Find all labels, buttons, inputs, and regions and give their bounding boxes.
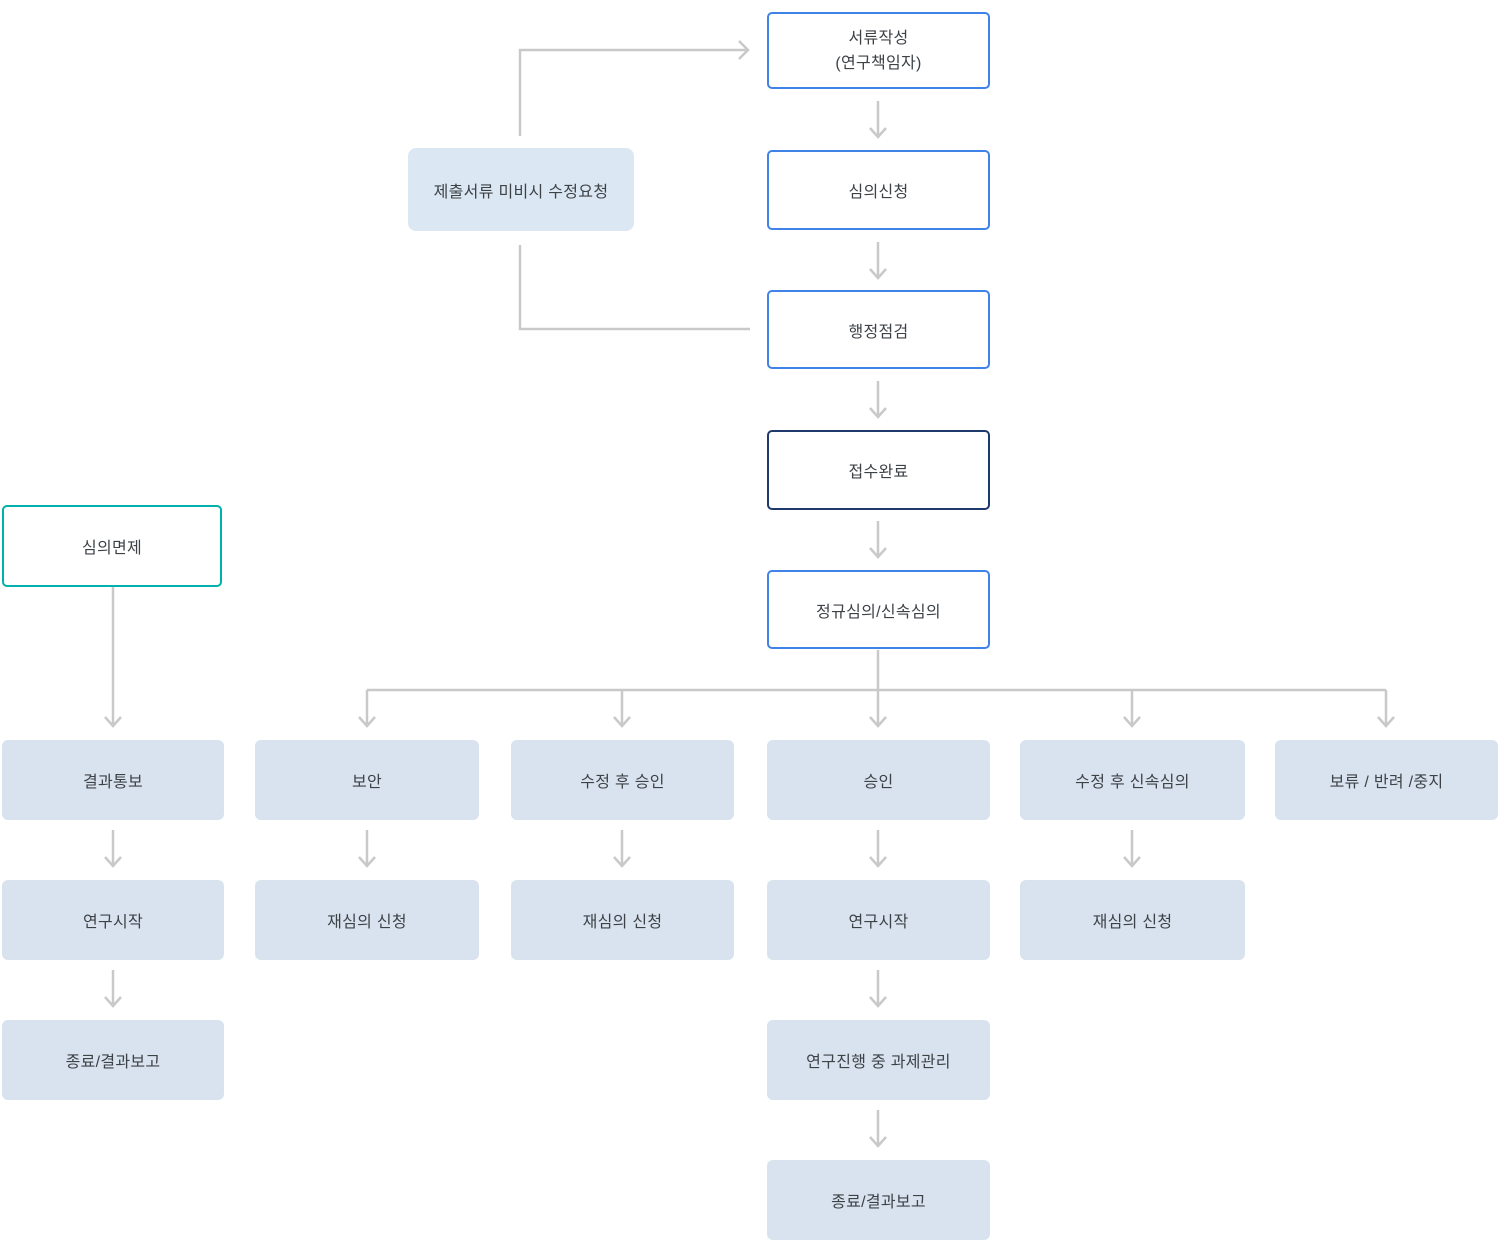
node-approval-after-revision-label: 수정 후 승인	[580, 774, 665, 791]
node-end-report-2-label: 종료/결과보고	[831, 1194, 926, 1211]
arrow-approval-after-revision-to-rereview	[613, 830, 631, 868]
node-approval: 승인	[767, 740, 990, 820]
arrow-expedited-to-rereview	[1123, 830, 1141, 868]
node-supplement: 보안	[255, 740, 479, 820]
arrow-branch-to-supplement	[358, 690, 376, 728]
node-research-start-2-label: 연구시작	[848, 914, 909, 931]
node-rereview-apply-2: 재심의 신청	[511, 880, 734, 960]
node-exempt: 심의면제	[2, 505, 222, 587]
node-research-start-2: 연구시작	[767, 880, 990, 960]
node-approval-after-revision: 수정 후 승인	[511, 740, 734, 820]
node-expedited-after-revision: 수정 후 신속심의	[1020, 740, 1245, 820]
node-apply-label: 심의신청	[848, 184, 909, 201]
node-admin-check-label: 행정점검	[848, 323, 909, 341]
node-ongoing-manage-label: 연구진행 중 과제관리	[806, 1054, 951, 1071]
arrow-supplement-to-rereview	[358, 830, 376, 868]
node-rereview-apply-1-label: 재심의 신청	[327, 914, 407, 931]
node-doc-write: 서류작성 (연구책임자)	[767, 12, 990, 89]
node-approval-label: 승인	[863, 774, 894, 791]
arrow-branch-to-approval-after-revision	[613, 690, 631, 728]
arrow-doc-write-to-apply	[869, 101, 887, 139]
node-review: 정규심의/신속심의	[767, 570, 990, 649]
node-expedited-after-revision-label: 수정 후 신속심의	[1075, 774, 1190, 791]
arrow-approval-to-research-start	[869, 830, 887, 868]
node-result-notice: 결과통보	[2, 740, 224, 820]
node-research-start-1: 연구시작	[2, 880, 224, 960]
node-rereview-apply-1: 재심의 신청	[255, 880, 479, 960]
arrow-admin-check-to-receipt	[869, 381, 887, 419]
node-rereview-apply-2-label: 재심의 신청	[582, 914, 663, 931]
node-doc-write-text: 서류작성 (연구책임자)	[835, 26, 921, 76]
arrow-research-start-to-end-report-1	[104, 970, 122, 1008]
arrow-fix-request-to-doc-write	[518, 40, 750, 136]
node-rereview-apply-3: 재심의 신청	[1020, 880, 1245, 960]
node-doc-write-line2: (연구책임자)	[835, 54, 922, 72]
node-supplement-label: 보안	[351, 774, 383, 791]
node-research-start-1-label: 연구시작	[82, 914, 144, 931]
arrow-receipt-to-review	[869, 521, 887, 559]
node-rereview-apply-3-label: 재심의 신청	[1092, 914, 1173, 931]
node-fix-request-label: 제출서류 미비시 수정요청	[433, 183, 609, 201]
node-result-notice-label: 결과통보	[82, 774, 144, 791]
arrow-ongoing-manage-to-end-report-2	[869, 1110, 887, 1148]
node-end-report-1: 종료/결과보고	[2, 1020, 224, 1100]
node-receipt: 접수완료	[767, 430, 990, 510]
arrow-research-start-to-ongoing-manage	[869, 970, 887, 1008]
node-hold-reject-stop: 보류 / 반려 /중지	[1275, 740, 1498, 820]
connector-admin-check-to-fix-request	[518, 245, 750, 331]
arrow-exempt-to-result-notice	[104, 587, 122, 728]
arrow-branch-to-expedited-after-revision	[1123, 690, 1141, 728]
node-exempt-label: 심의면제	[81, 540, 143, 557]
node-fix-request: 제출서류 미비시 수정요청	[408, 148, 634, 231]
node-review-label: 정규심의/신속심의	[816, 603, 941, 621]
node-ongoing-manage: 연구진행 중 과제관리	[767, 1020, 990, 1100]
node-apply: 심의신청	[767, 150, 990, 230]
node-end-report-1-label: 종료/결과보고	[65, 1054, 161, 1071]
arrow-branch-to-hold-reject-stop	[1377, 690, 1395, 728]
node-doc-write-line1: 서류작성	[848, 29, 909, 47]
node-hold-reject-stop-label: 보류 / 반려 /중지	[1329, 774, 1444, 791]
node-end-report-2: 종료/결과보고	[767, 1160, 990, 1240]
node-admin-check: 행정점검	[767, 290, 990, 369]
arrow-result-notice-to-research-start	[104, 830, 122, 868]
arrow-review-to-approval	[869, 650, 887, 728]
arrow-apply-to-admin-check	[869, 242, 887, 280]
node-receipt-label: 접수완료	[848, 464, 909, 481]
